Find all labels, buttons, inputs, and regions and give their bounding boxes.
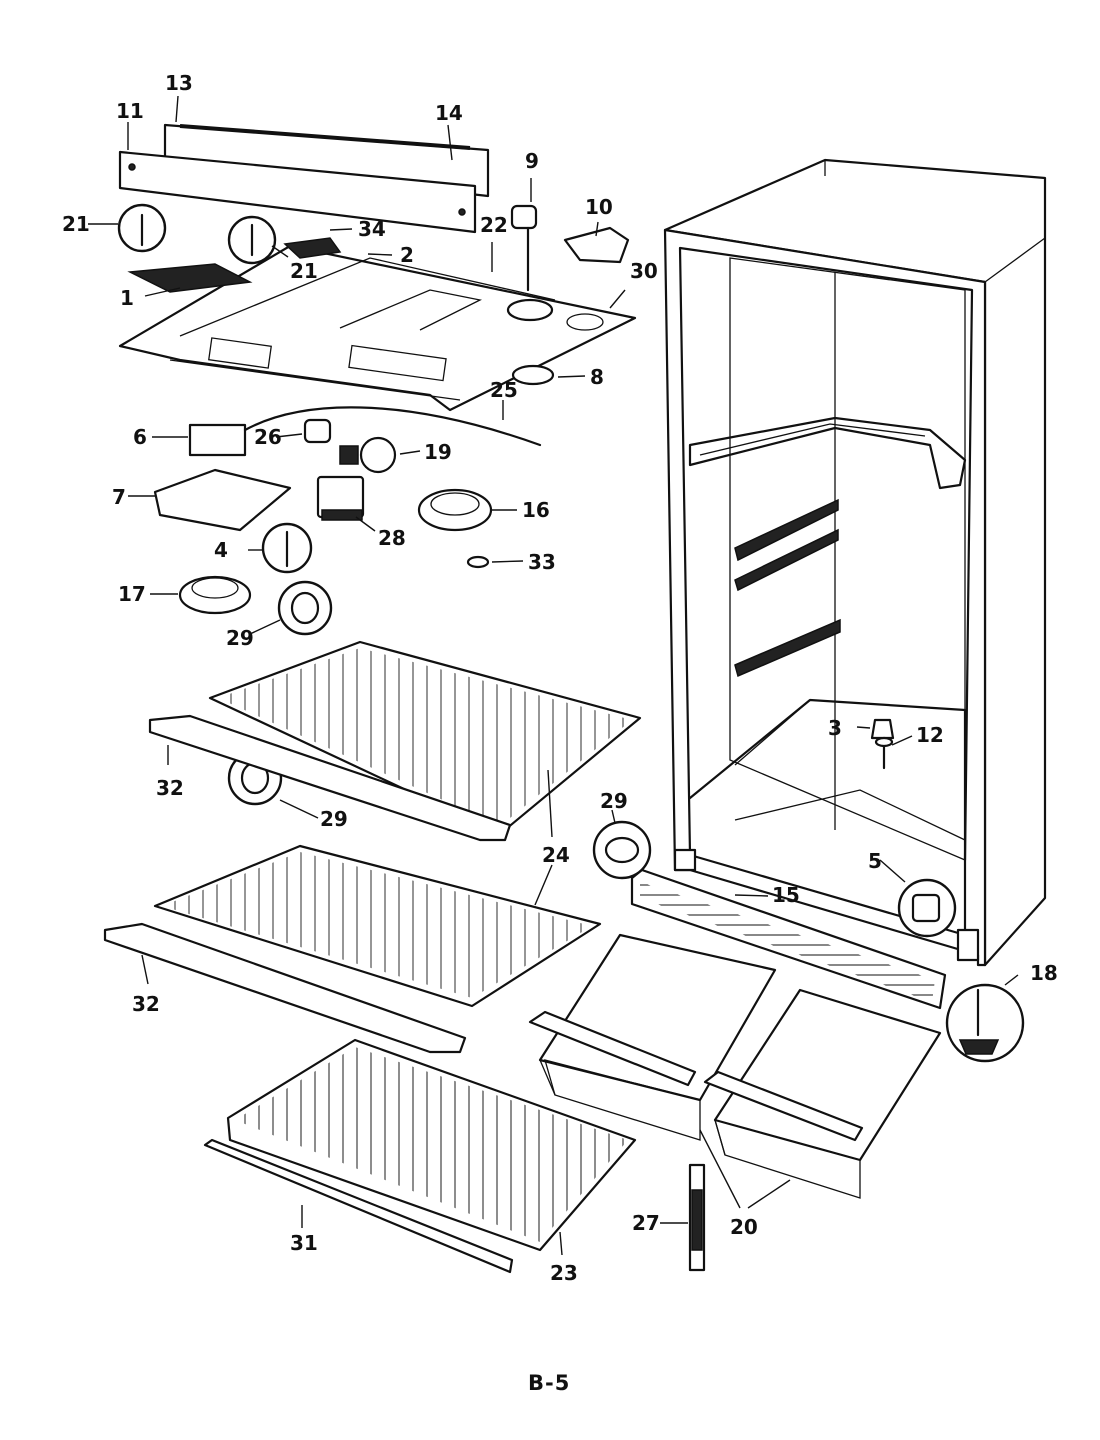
baffle-10	[563, 226, 630, 264]
knob-16	[417, 488, 493, 532]
shelf-trim-upper	[148, 714, 512, 842]
part-label-32b: 32	[132, 992, 160, 1016]
part-label-31: 31	[290, 1231, 318, 1255]
part-label-2: 2	[400, 243, 414, 267]
part-label-22: 22	[480, 213, 508, 237]
part-label-9: 9	[525, 149, 539, 173]
part-label-16: 16	[522, 498, 550, 522]
part-label-29b: 29	[320, 807, 348, 831]
part-label-27: 27	[632, 1211, 660, 1235]
part-label-26: 26	[254, 425, 282, 449]
part-label-21a: 21	[62, 212, 90, 236]
part-label-5: 5	[868, 849, 882, 873]
shelf-trim-lower	[103, 922, 467, 1054]
part-label-6: 6	[133, 425, 147, 449]
part-label-11: 11	[116, 99, 144, 123]
part-label-4: 4	[214, 538, 228, 562]
callout-detail-29c	[592, 820, 652, 880]
divider-27	[688, 1163, 706, 1272]
crisper-drawer-right	[703, 988, 942, 1199]
part-label-32a: 32	[156, 776, 184, 800]
callout-detail-5	[897, 878, 957, 938]
callout-detail-21b	[227, 215, 277, 265]
switch-28	[316, 475, 365, 521]
screw-12	[874, 736, 894, 770]
light-bulb-19	[339, 436, 397, 474]
refrigerator-cabinet	[663, 158, 1047, 967]
part-label-30: 30	[630, 259, 658, 283]
crisper-trim-31	[203, 1138, 514, 1274]
part-label-10: 10	[585, 195, 613, 219]
part-label-18: 18	[1030, 961, 1058, 985]
callout-detail-21a	[117, 203, 167, 253]
part-label-29a: 29	[226, 626, 254, 650]
part-label-3: 3	[828, 716, 842, 740]
washer-33	[466, 555, 490, 569]
part-label-34: 34	[358, 217, 386, 241]
part-label-14: 14	[435, 101, 463, 125]
leader-lines	[88, 95, 1019, 1256]
part-label-1: 1	[120, 286, 134, 310]
part-label-15: 15	[772, 883, 800, 907]
page-identifier: B-5	[528, 1371, 570, 1395]
gasket-8	[511, 364, 555, 386]
bracket-1	[127, 263, 253, 293]
bracket-box-7	[153, 468, 292, 532]
part-label-8: 8	[590, 365, 604, 389]
part-label-13: 13	[165, 71, 193, 95]
part-label-29c: 29	[600, 789, 628, 813]
part-label-7: 7	[112, 485, 126, 509]
part-label-17: 17	[118, 582, 146, 606]
part-label-20: 20	[730, 1215, 758, 1239]
top-trim-rails	[118, 123, 490, 234]
clip-2	[283, 237, 342, 259]
callout-detail-29a	[277, 580, 333, 636]
knob-17	[178, 575, 252, 615]
callout-detail-18	[945, 983, 1025, 1063]
part-label-28: 28	[378, 526, 406, 550]
grille-15	[630, 868, 947, 1010]
damper-shaft-9	[510, 204, 538, 292]
thermostat-6	[188, 406, 542, 457]
part-label-21b: 21	[290, 259, 318, 283]
part-label-25: 25	[490, 378, 518, 402]
wire-shelf-lower	[153, 844, 602, 1008]
part-label-23: 23	[550, 1261, 578, 1285]
part-label-24: 24	[542, 843, 570, 867]
crisper-cover-23	[226, 1038, 637, 1252]
part-labels: 1 2 3 4 5 6 7 8 9 10 11 12 13 14 15 16 1…	[62, 71, 1058, 1285]
callout-detail-4	[261, 522, 313, 574]
light-socket-26	[303, 418, 332, 444]
part-label-12: 12	[916, 723, 944, 747]
part-label-33: 33	[528, 550, 556, 574]
bulb-holder-3	[870, 718, 895, 740]
crisper-drawer-left	[528, 933, 777, 1141]
part-label-19: 19	[424, 440, 452, 464]
